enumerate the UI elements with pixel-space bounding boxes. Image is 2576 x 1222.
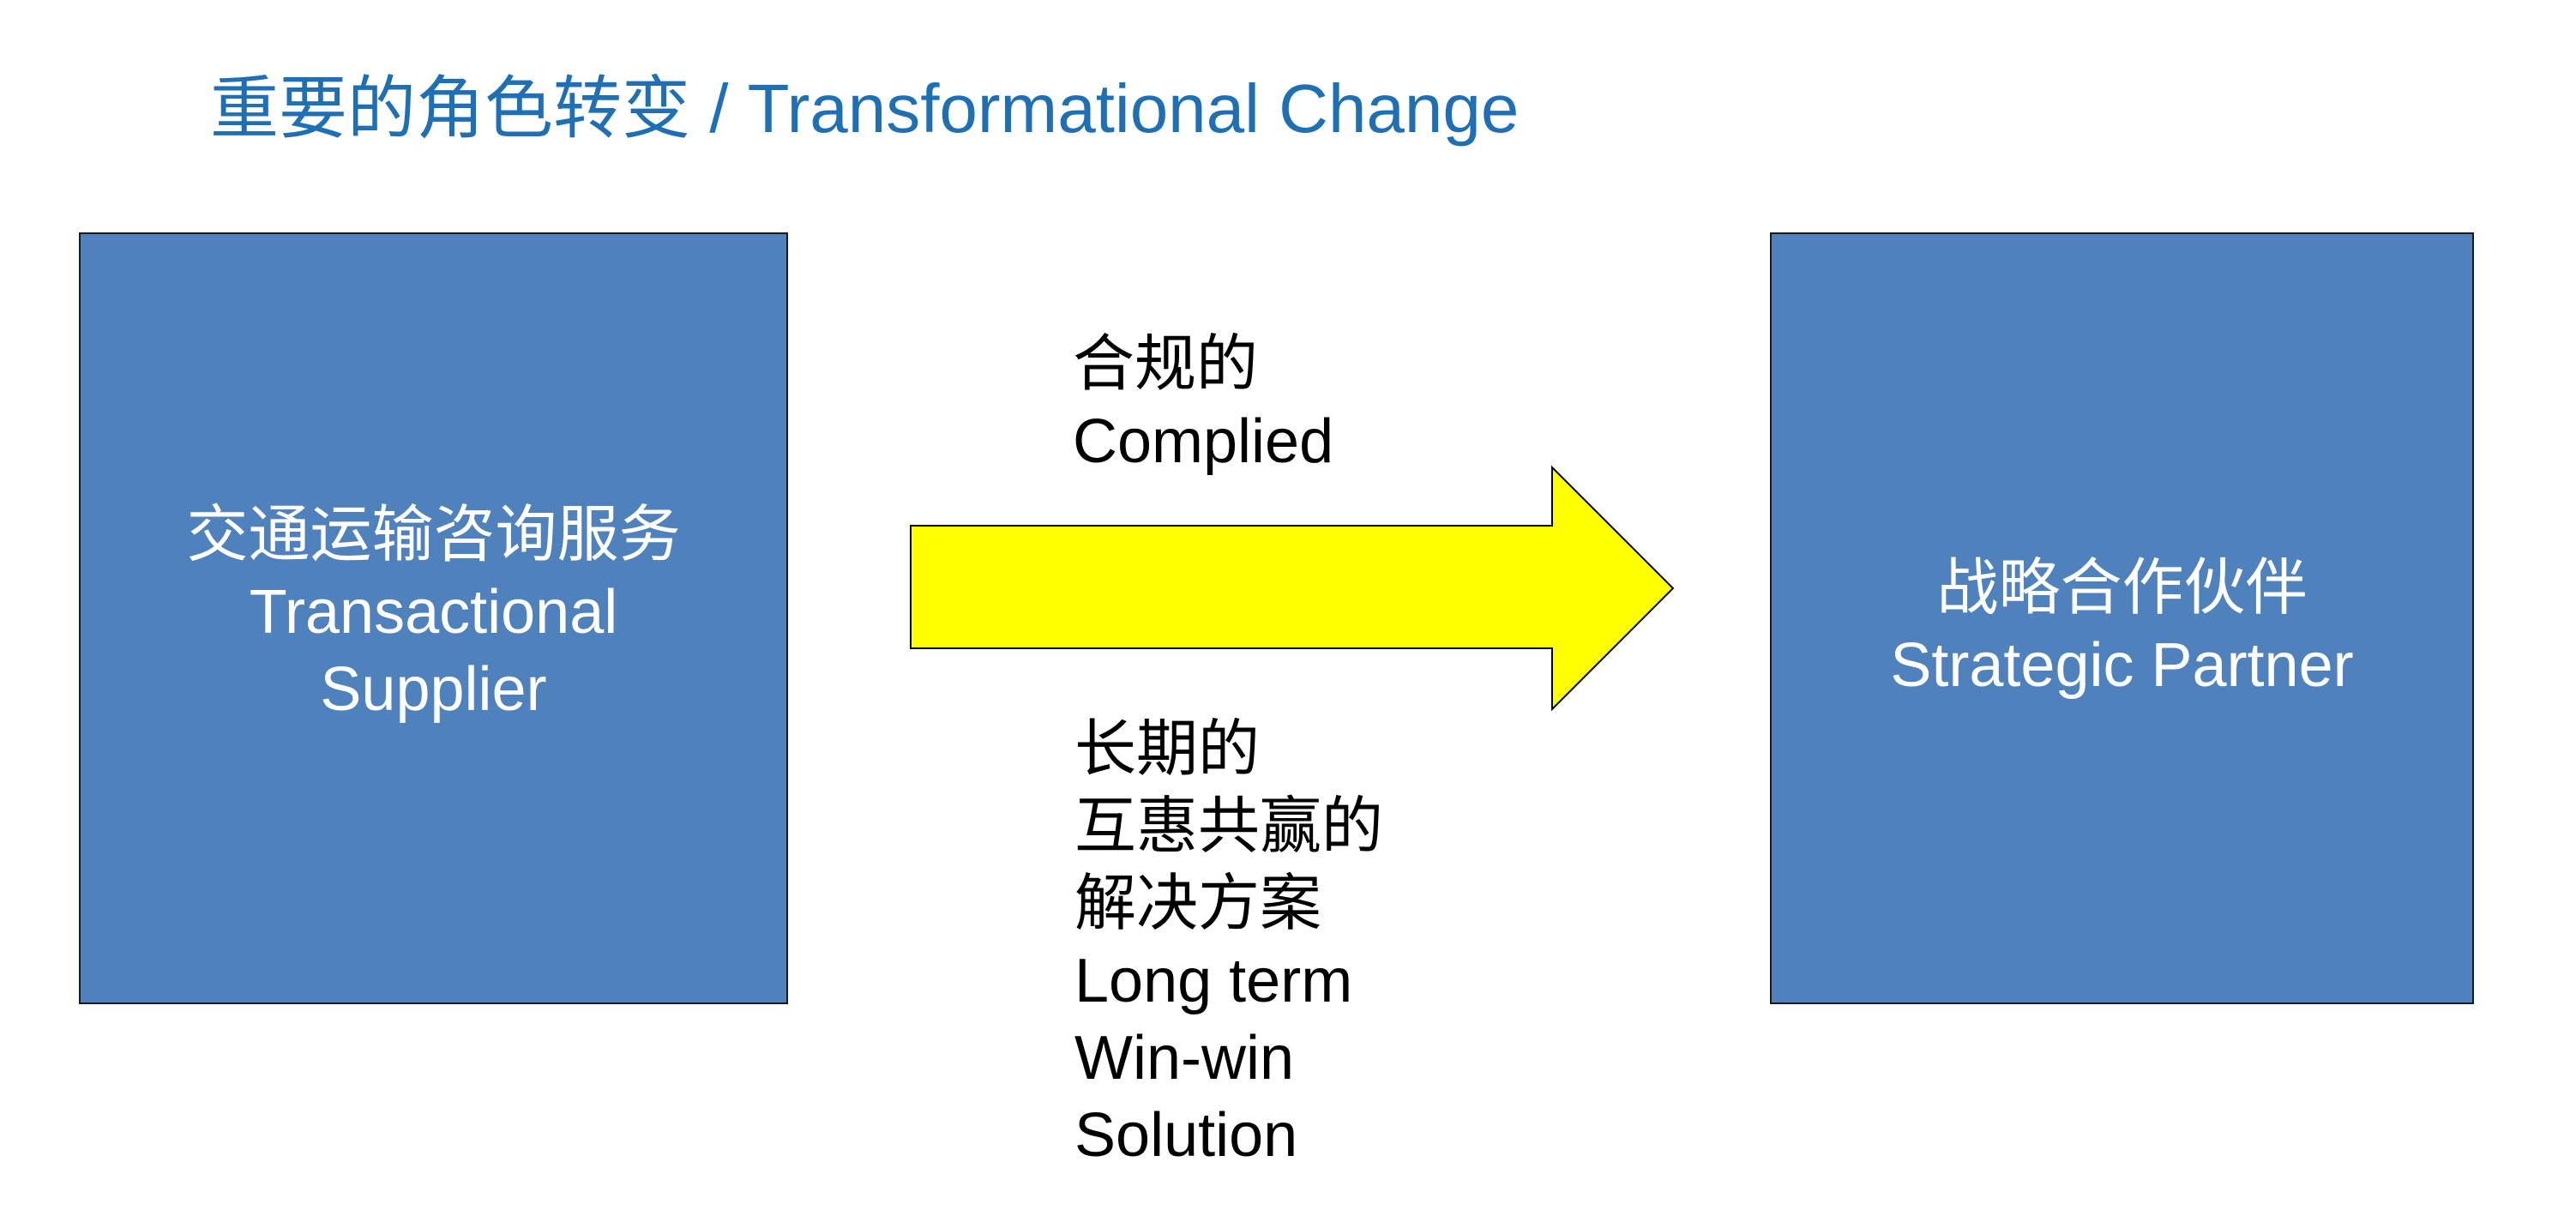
win-win-en: Win-win (1074, 1024, 1295, 1093)
long-term-cn: 长期的 (1074, 715, 1261, 784)
strategic-partner-en: Strategic Partner (1890, 631, 2354, 700)
strategic-partner-box: 战略合作伙伴 Strategic Partner (1770, 232, 2474, 1004)
transactional-supplier-cn: 交通运输咨询服务 (186, 501, 681, 569)
strategic-partner-label: 战略合作伙伴 Strategic Partner (1890, 550, 2353, 704)
complied-label-cn: 合规的 (1073, 330, 1259, 399)
transactional-supplier-box: 交通运输咨询服务 Transactional Supplier (79, 232, 788, 1004)
win-win-cn: 互惠共赢的 (1074, 792, 1384, 861)
strategic-partner-cn: 战略合作伙伴 (1936, 554, 2308, 623)
solution-cn: 解决方案 (1074, 870, 1322, 938)
transformation-arrow (910, 466, 1675, 711)
transactional-supplier-en-line2: Supplier (320, 655, 547, 724)
complied-label-en: Complied (1073, 407, 1334, 476)
solution-en: Solution (1074, 1101, 1298, 1170)
complied-label: 合规的 Complied (1073, 326, 1333, 480)
diagram-title: 重要的角色转变 / Transformational Change (210, 70, 1520, 147)
long-term-en: Long term (1074, 947, 1353, 1015)
transactional-supplier-en-line1: Transactional (249, 578, 618, 647)
transformation-arrow-shape (910, 466, 1675, 711)
transactional-supplier-label: 交通运输咨询服务 Transactional Supplier (186, 497, 680, 728)
long-term-win-win-label: 长期的 互惠共赢的 解决方案 Long term Win-win Solutio… (1074, 711, 1383, 1174)
